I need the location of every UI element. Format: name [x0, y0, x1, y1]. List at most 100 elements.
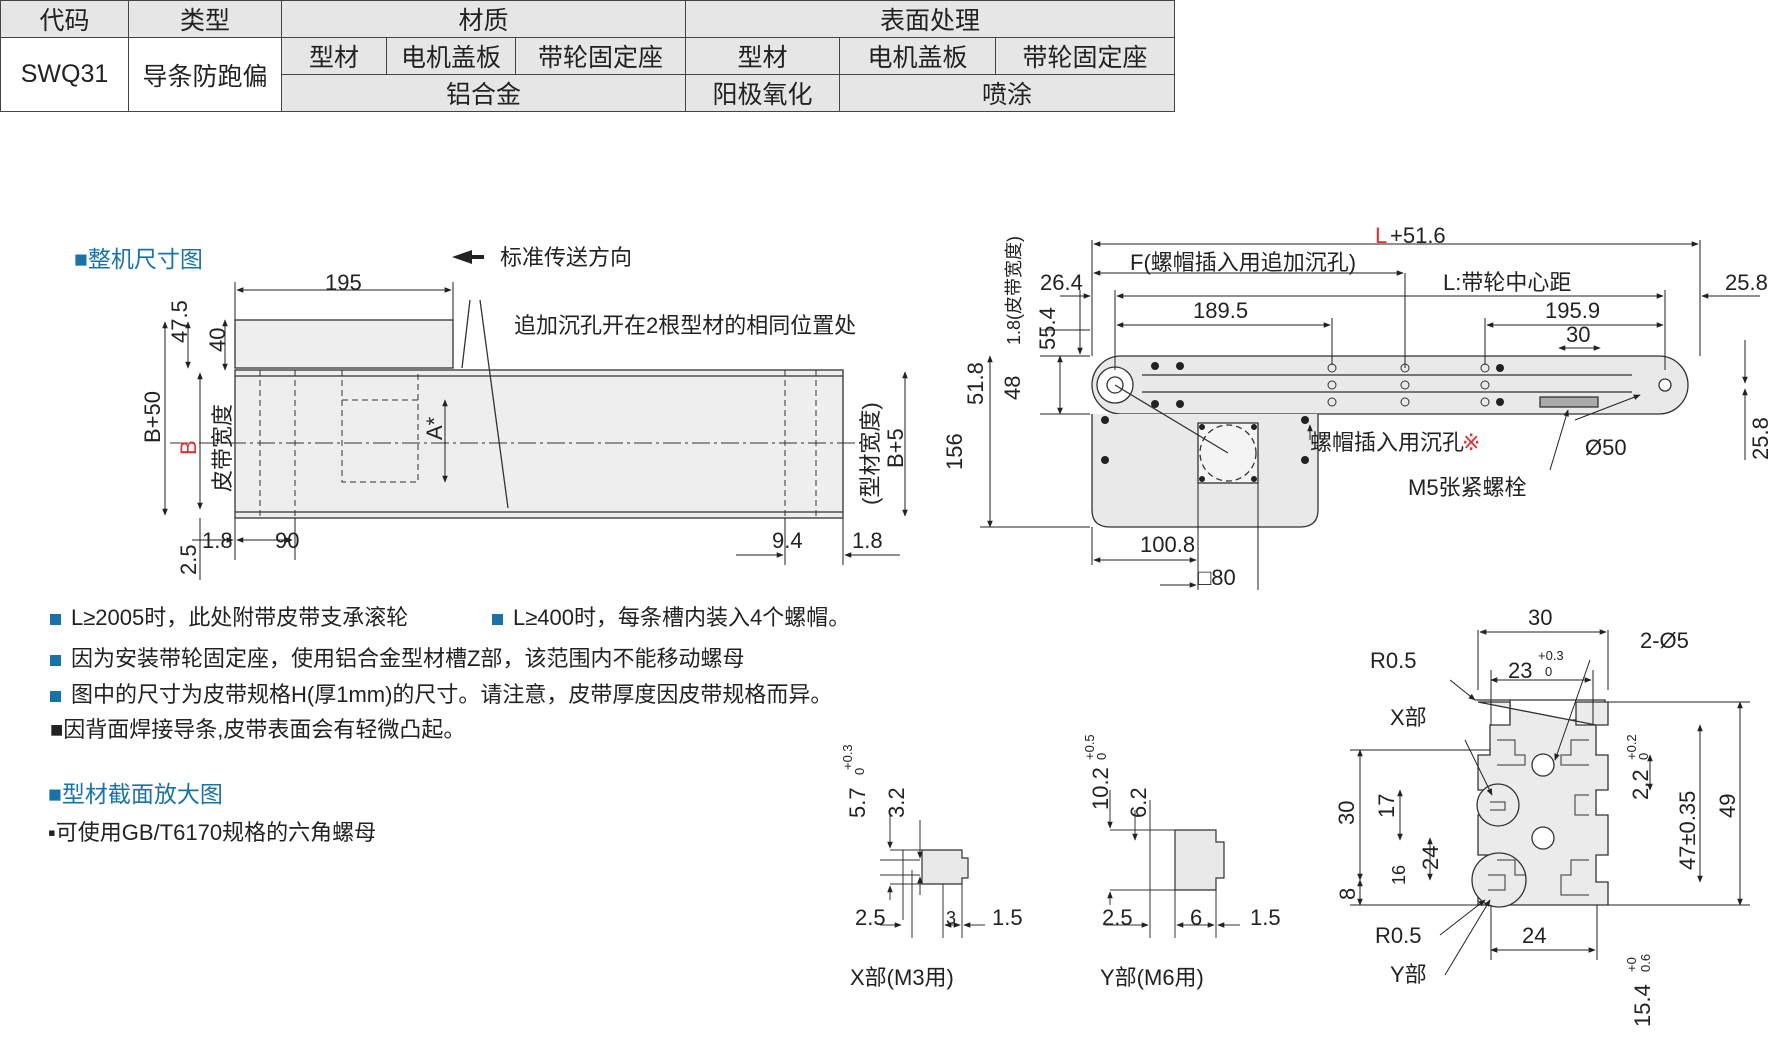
- y-part-label: Y部: [1390, 962, 1427, 987]
- detail-x: [880, 810, 985, 938]
- motor-box: [234, 319, 454, 369]
- surface-value: 喷涂: [839, 74, 1175, 112]
- dim-3-2: 3.2: [884, 787, 909, 818]
- conveyor-body: [234, 369, 844, 519]
- detail-y: [1105, 790, 1240, 938]
- detail-x-labels: 5.7 +0.3 0 3.2 2.5 3 1.5 X部(M3用): [840, 744, 1023, 990]
- dim-sq80: □80: [1198, 565, 1236, 590]
- dim-3: 3: [946, 908, 956, 928]
- dim-26-4: 26.4: [1040, 270, 1083, 295]
- leader: [461, 299, 471, 369]
- belt-width-label: 皮带宽度: [210, 404, 235, 492]
- detail-x-title: X部(M3用): [850, 965, 954, 990]
- belt-width-label: 1.8(皮带宽度): [1004, 236, 1024, 345]
- dim-1-5: 1.5: [1250, 905, 1281, 930]
- dim-l: L: [1375, 223, 1387, 248]
- dim-2-d5: 2-Ø5: [1640, 628, 1689, 653]
- dim-9-4: 9.4: [772, 528, 803, 553]
- material-part: 型材: [281, 37, 387, 75]
- dim-189-5: 189.5: [1193, 298, 1248, 323]
- l-center-label: L:带轮中心距: [1443, 270, 1571, 295]
- x-part-label: X部: [1390, 705, 1427, 730]
- nut-hole-callout: 螺帽插入用沉孔: [1310, 430, 1464, 455]
- tol: 0: [852, 768, 867, 775]
- arrow-left-icon: [452, 250, 472, 264]
- material-part: 带轮固定座: [515, 37, 686, 75]
- bolt-callout: M5张紧螺栓: [1408, 475, 1527, 500]
- surface-part: 电机盖板: [839, 37, 996, 75]
- r0-5-bottom: R0.5: [1375, 923, 1421, 948]
- side-view-labels: L +51.6 F(螺帽插入用追加沉孔) L:带轮中心距 26.4 25.8 1…: [942, 223, 1773, 590]
- surface-part: 型材: [685, 37, 840, 75]
- section-title-profile: ■型材截面放大图: [48, 781, 223, 807]
- r0-5-top: R0.5: [1370, 648, 1416, 673]
- spec-table: 代码 类型 材质 表面处理 SWQ31 导条防跑偏 型材 电机盖板 带轮固定座 …: [0, 0, 1175, 112]
- dim-156: 156: [942, 433, 967, 470]
- note-item: ■因背面焊接导条,皮带表面会有轻微凸起。: [50, 717, 466, 742]
- note-item: 因为安装带轮固定座，使用铝合金型材槽Z部，该范围内不能移动螺母: [50, 641, 744, 673]
- direction-label: 标准传送方向: [500, 245, 632, 270]
- dim-47-5: 47.5: [167, 300, 192, 343]
- surface-value: 阳极氧化: [685, 74, 840, 112]
- detail-y-title: Y部(M6用): [1100, 965, 1204, 990]
- side-view: [1091, 355, 1689, 528]
- material-value: 铝合金: [281, 74, 686, 112]
- nut-hole-mark: ※: [1462, 430, 1480, 455]
- side-view-dims: [980, 240, 1760, 590]
- leader: [479, 299, 509, 509]
- tol: +0.5: [1082, 734, 1097, 760]
- hole-note: 追加沉孔开在2根型材的相同位置处: [514, 313, 856, 338]
- dim-15-4: 15.4: [1630, 984, 1655, 1027]
- dim-a-star: A*: [422, 416, 447, 440]
- tol: 0: [1094, 753, 1109, 760]
- dim-1-8: 1.8: [202, 528, 233, 553]
- dim-51-8: 51.8: [963, 362, 988, 405]
- dim-motor-len: 195: [325, 270, 362, 295]
- dim-23: 23: [1508, 658, 1532, 683]
- top-view-labels: 标准传送方向 追加沉孔开在2根型材的相同位置处 195 47.5 40 B+50…: [140, 245, 908, 575]
- profile-note: ▪可使用GB/T6170规格的六角螺母: [48, 820, 377, 845]
- top-view: [170, 299, 860, 519]
- dim-25-8a: 25.8: [1725, 270, 1768, 295]
- dim-30: 30: [1566, 322, 1590, 347]
- top-view-dims: [162, 282, 908, 580]
- dim-l-suffix: +51.6: [1390, 223, 1446, 248]
- f-label: F(螺帽插入用追加沉孔): [1130, 250, 1356, 275]
- dim-b-50: B+50: [140, 391, 165, 443]
- profile-section: [1471, 699, 1609, 908]
- type-cell: 导条防跑偏: [128, 37, 282, 112]
- dim-25-8b: 25.8: [1748, 417, 1773, 460]
- note-item: L≥400时，每条槽内装入4个螺帽。: [492, 600, 850, 632]
- dim-b: B: [176, 440, 201, 455]
- tol: +0.3: [1538, 648, 1564, 663]
- dim-47: 47±0.35: [1675, 791, 1700, 870]
- dim-90: 90: [275, 528, 299, 553]
- dim-100-8: 100.8: [1140, 532, 1195, 557]
- d50-callout: Ø50: [1585, 435, 1627, 460]
- dim-16: 16: [1389, 865, 1409, 885]
- dim-1-5: 1.5: [992, 905, 1023, 930]
- profile-labels: 30 2-Ø5 R0.5 23 +0.3 0 X部 2.2 +0.2 0 30 …: [1334, 605, 1740, 1027]
- dim-10-2: 10.2: [1088, 767, 1113, 810]
- header-code: 代码: [0, 0, 129, 38]
- tol: +0.3: [840, 744, 855, 770]
- tol: 0.6: [1638, 954, 1653, 972]
- header-surface: 表面处理: [685, 0, 1175, 38]
- dim-2-5: 2.5: [1102, 905, 1133, 930]
- dim-48: 48: [1000, 376, 1025, 400]
- dim-24: 24: [1522, 923, 1546, 948]
- tol: 0: [1545, 664, 1552, 679]
- tol: +0: [1624, 957, 1639, 972]
- dim-17: 17: [1374, 794, 1399, 818]
- note-item: 图中的尺寸为皮带规格H(厚1mm)的尺寸。请注意，皮带厚度因皮带规格而异。: [50, 677, 832, 709]
- dim-24v: 24: [1418, 846, 1443, 870]
- code-cell: SWQ31: [0, 37, 129, 112]
- dim-b-5: B+5: [883, 428, 908, 468]
- note-item: L≥2005时，此处附带皮带支承滚轮: [50, 600, 408, 632]
- dim-40: 40: [205, 328, 230, 352]
- dim-30v: 30: [1334, 801, 1359, 825]
- dim-49: 49: [1715, 794, 1740, 818]
- surface-part: 带轮固定座: [995, 37, 1175, 75]
- dim-195-9: 195.9: [1545, 298, 1600, 323]
